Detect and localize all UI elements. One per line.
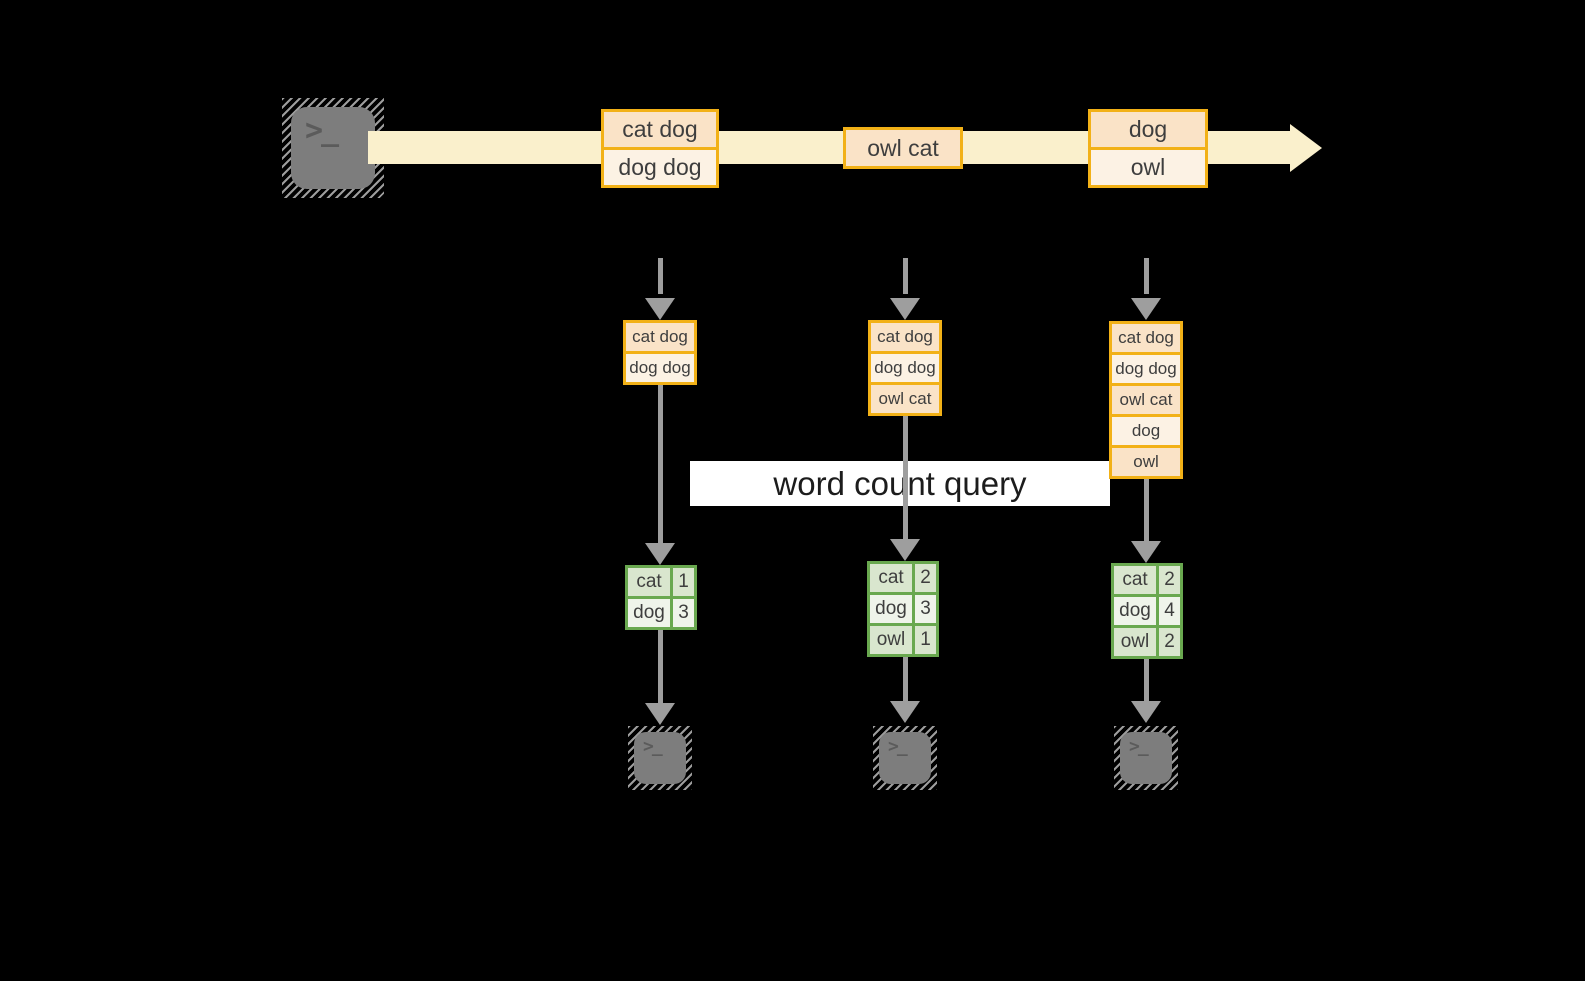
count-cell: 3 [912,595,936,623]
terminal-prompt-icon: >_ [305,113,339,148]
word-cell: dog [628,599,670,627]
buffer-line: dog dog [626,351,694,382]
event-line: cat dog [604,112,716,147]
terminal-icon: >_ [282,98,384,198]
dashed-arrow-line [903,258,908,294]
buffer-line: dog dog [871,351,939,382]
event-line: dog dog [604,147,716,185]
dashed-arrow-line [658,258,663,294]
table-row: owl 2 [1114,625,1180,656]
event-line: dog [1091,112,1205,147]
buffer-line: owl [1112,445,1180,476]
table-row: owl 1 [870,623,936,654]
arrow-line [1144,659,1149,701]
down-arrowhead-icon [1131,541,1161,563]
terminal-screen: >_ [879,732,931,784]
word-cell: owl [1114,628,1156,656]
count-cell: 2 [1156,628,1180,656]
down-arrowhead-icon [1131,701,1161,723]
event-line: owl [1091,147,1205,185]
terminal-prompt-icon: >_ [643,736,663,757]
event-buffer-2: cat dog dog dog owl cat [868,320,942,416]
word-cell: owl [870,626,912,654]
query-label: word count query [690,461,1110,506]
buffer-line: owl cat [1112,383,1180,414]
word-cell: cat [1114,566,1156,594]
stream-event-batch-1: cat dog dog dog [601,109,719,188]
terminal-icon: >_ [1114,726,1178,790]
word-cell: dog [870,595,912,623]
buffer-line: dog dog [1112,352,1180,383]
table-row: dog 3 [628,596,694,627]
count-cell: 2 [912,564,936,592]
down-arrowhead-icon [890,298,920,320]
buffer-line: owl cat [871,382,939,413]
terminal-prompt-icon: >_ [888,736,908,757]
table-row: dog 3 [870,592,936,623]
buffer-line: dog [1112,414,1180,445]
stream-event-batch-2: owl cat [843,127,963,169]
word-cell: dog [1114,597,1156,625]
down-arrowhead-icon [645,298,675,320]
event-buffer-3: cat dog dog dog owl cat dog owl [1109,321,1183,479]
buffer-line: cat dog [626,323,694,351]
stream-event-batch-3: dog owl [1088,109,1208,188]
arrow-line [658,630,663,703]
count-cell: 2 [1156,566,1180,594]
table-row: dog 4 [1114,594,1180,625]
count-cell: 1 [912,626,936,654]
event-buffer-1: cat dog dog dog [623,320,697,385]
table-row: cat 2 [870,564,936,592]
table-row: cat 1 [628,568,694,596]
buffer-line: cat dog [871,323,939,351]
arrow-line [903,416,908,539]
terminal-screen: >_ [1120,732,1172,784]
terminal-prompt-icon: >_ [1129,736,1149,757]
down-arrowhead-icon [645,703,675,725]
count-cell: 3 [670,599,694,627]
arrow-line [1144,479,1149,541]
down-arrowhead-icon [890,701,920,723]
down-arrowhead-icon [890,539,920,561]
table-row: cat 2 [1114,566,1180,594]
down-arrowhead-icon [1131,298,1161,320]
terminal-screen: >_ [634,732,686,784]
word-count-table-2: cat 2 dog 3 owl 1 [867,561,939,657]
word-count-table-3: cat 2 dog 4 owl 2 [1111,563,1183,659]
count-cell: 1 [670,568,694,596]
dashed-arrow-line [1144,258,1149,294]
word-cell: cat [628,568,670,596]
terminal-screen: >_ [291,107,375,189]
terminal-icon: >_ [873,726,937,790]
arrow-line [658,385,663,543]
stream-arrowhead-icon [1290,124,1322,172]
word-cell: cat [870,564,912,592]
terminal-icon: >_ [628,726,692,790]
arrow-line [903,657,908,701]
count-cell: 4 [1156,597,1180,625]
buffer-line: cat dog [1112,324,1180,352]
down-arrowhead-icon [645,543,675,565]
event-line: owl cat [846,130,960,166]
word-count-table-1: cat 1 dog 3 [625,565,697,630]
